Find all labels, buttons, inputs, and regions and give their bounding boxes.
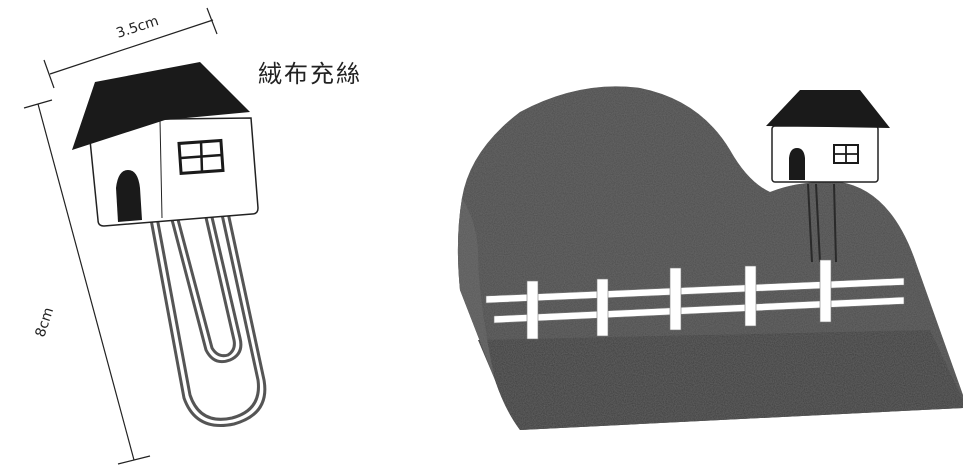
roof-icon — [72, 62, 250, 150]
paperclip-icon — [148, 192, 267, 427]
small-door-icon — [789, 148, 805, 180]
clip-stem — [807, 183, 837, 263]
window-icon — [177, 138, 225, 175]
fence-icon — [485, 259, 905, 340]
bookmark-clip-figure: 3.5cm 8cm — [23, 7, 362, 465]
door-icon — [116, 170, 142, 222]
small-house-icon — [766, 90, 890, 183]
material-label: 絨布充絲 — [258, 60, 362, 88]
hill-icon — [457, 86, 963, 431]
house-icon — [72, 62, 259, 227]
small-window-icon — [833, 144, 859, 164]
height-label: 8cm — [33, 306, 58, 340]
width-label: 3.5cm — [114, 13, 160, 42]
hill-display-figure — [457, 86, 963, 431]
